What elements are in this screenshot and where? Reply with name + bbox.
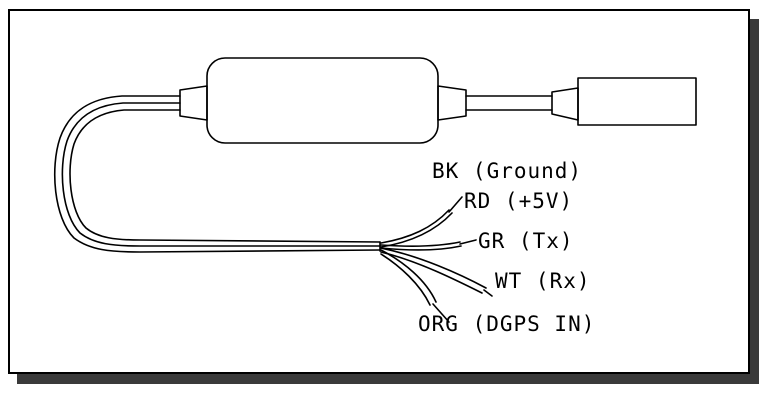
left-strain-relief — [179, 85, 208, 121]
leader-gr — [459, 239, 477, 245]
module-box — [206, 57, 439, 144]
diagram-frame — [8, 9, 750, 374]
cable-inner-edge — [69, 109, 381, 243]
label-gr: GR (Tx) — [478, 229, 574, 253]
connector-neck — [551, 87, 579, 121]
wire-org — [380, 249, 437, 303]
wire-gr-edge — [380, 245, 462, 251]
wire-wt — [380, 247, 487, 289]
cable-middle-line — [61, 102, 381, 247]
wire-org-edge — [380, 253, 431, 306]
label-wt: WT (Rx) — [495, 269, 591, 293]
wire-gr — [380, 241, 461, 248]
wire-wt-edge — [380, 251, 483, 294]
cable-outer-edge — [53, 95, 381, 253]
right-strain-relief — [437, 85, 467, 121]
connector-body — [577, 77, 697, 126]
wire-rd — [380, 209, 450, 244]
leader-wt — [483, 289, 493, 297]
label-rd: RD (+5V) — [464, 189, 573, 213]
leader-org — [432, 303, 450, 323]
label-bk: BK (Ground) — [432, 159, 582, 183]
label-org: ORG (DGPS IN) — [418, 312, 595, 336]
leader-rd — [448, 196, 463, 213]
